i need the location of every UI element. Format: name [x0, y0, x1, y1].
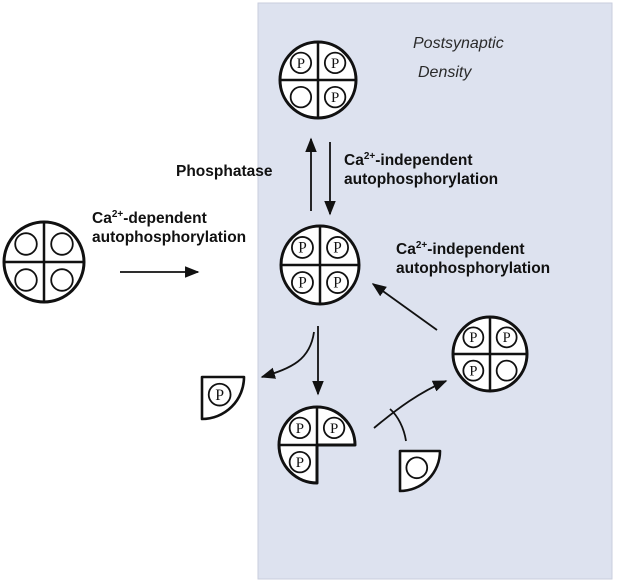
release-arrow: [260, 331, 315, 379]
empty-site: [50, 268, 74, 292]
empty-site: [14, 232, 38, 256]
phospho-label: P: [215, 387, 224, 404]
phospho-label: P: [333, 275, 341, 292]
phospho-label: P: [503, 330, 511, 346]
phospho-site: [288, 416, 312, 440]
phospho-site: [462, 359, 485, 382]
ca-independent-label-top: Ca2+-independent autophosphorylation: [344, 151, 498, 189]
empty-site: [14, 268, 38, 292]
phospho-site: [291, 236, 314, 259]
phospho-site: [207, 382, 232, 407]
ca-independent-label-right: Ca2+-independent autophosphorylation: [396, 240, 550, 278]
phospho-label: P: [469, 330, 477, 346]
psd-label-line2: Density: [418, 64, 472, 81]
uptake-arrow: [373, 380, 448, 429]
phosphatase-label: Phosphatase: [176, 163, 273, 180]
phospho-label: P: [333, 240, 341, 257]
phospho-label: P: [331, 90, 339, 106]
reaction-arrows: [120, 137, 448, 442]
ca-charge: 2+: [363, 150, 376, 162]
phospho-site: [322, 416, 346, 440]
phospho-site: [291, 271, 314, 294]
ca-suffix: -independent: [375, 152, 473, 169]
basal-holoenzyme: [2, 220, 86, 304]
ca-dependent-label: Ca2+-dependent autophosphorylation: [92, 209, 246, 247]
autophosphorylation-text: autophosphorylation: [344, 171, 499, 188]
autophosphorylation-text: autophosphorylation: [92, 229, 247, 246]
ca-suffix: -dependent: [123, 210, 207, 227]
phospho-label: P: [469, 363, 477, 379]
phospho-label: P: [296, 455, 304, 471]
phospho-label: P: [298, 275, 306, 292]
autophosphorylation-text: autophosphorylation: [396, 260, 551, 277]
phospho-label: P: [331, 56, 339, 72]
phospho-site: [323, 85, 347, 109]
phospho-label: P: [298, 240, 306, 257]
ca-charge: 2+: [415, 239, 428, 251]
phospho-label: P: [296, 421, 304, 437]
phospho-site: [288, 450, 312, 474]
holoenzymes: P P P P P P P P P P P P P: [2, 40, 529, 485]
ca-text: Ca: [92, 210, 112, 227]
top-holoenzyme: P P P: [278, 40, 358, 120]
right-holoenzyme: P P P: [451, 315, 529, 393]
released-phospho-subunit: P: [200, 375, 246, 421]
ca-suffix: -independent: [427, 241, 525, 258]
uptake-branch: [389, 408, 407, 442]
empty-site: [495, 359, 518, 382]
phospho-site: [326, 271, 349, 294]
free-unphosphorylated-subunit: [398, 449, 442, 493]
phospho-label: P: [297, 56, 305, 72]
bottom-holoenzyme: P P P: [277, 405, 357, 485]
phospho-site: [326, 236, 349, 259]
ca-independent-return-arrow: [371, 283, 438, 331]
phospho-site: [495, 326, 518, 349]
empty-site: [405, 456, 429, 480]
phospho-site: [462, 326, 485, 349]
empty-site: [289, 85, 313, 109]
ca-text: Ca: [396, 241, 416, 258]
released-subunits: P: [200, 375, 442, 493]
center-holoenzyme: P P P P: [279, 224, 361, 306]
ca-text: Ca: [344, 152, 364, 169]
empty-site: [50, 232, 74, 256]
phospho-site: [289, 51, 313, 75]
ca-charge: 2+: [111, 208, 124, 220]
psd-label-line1: Postsynaptic: [413, 35, 504, 52]
phospho-site: [323, 51, 347, 75]
phospho-label: P: [330, 421, 338, 437]
